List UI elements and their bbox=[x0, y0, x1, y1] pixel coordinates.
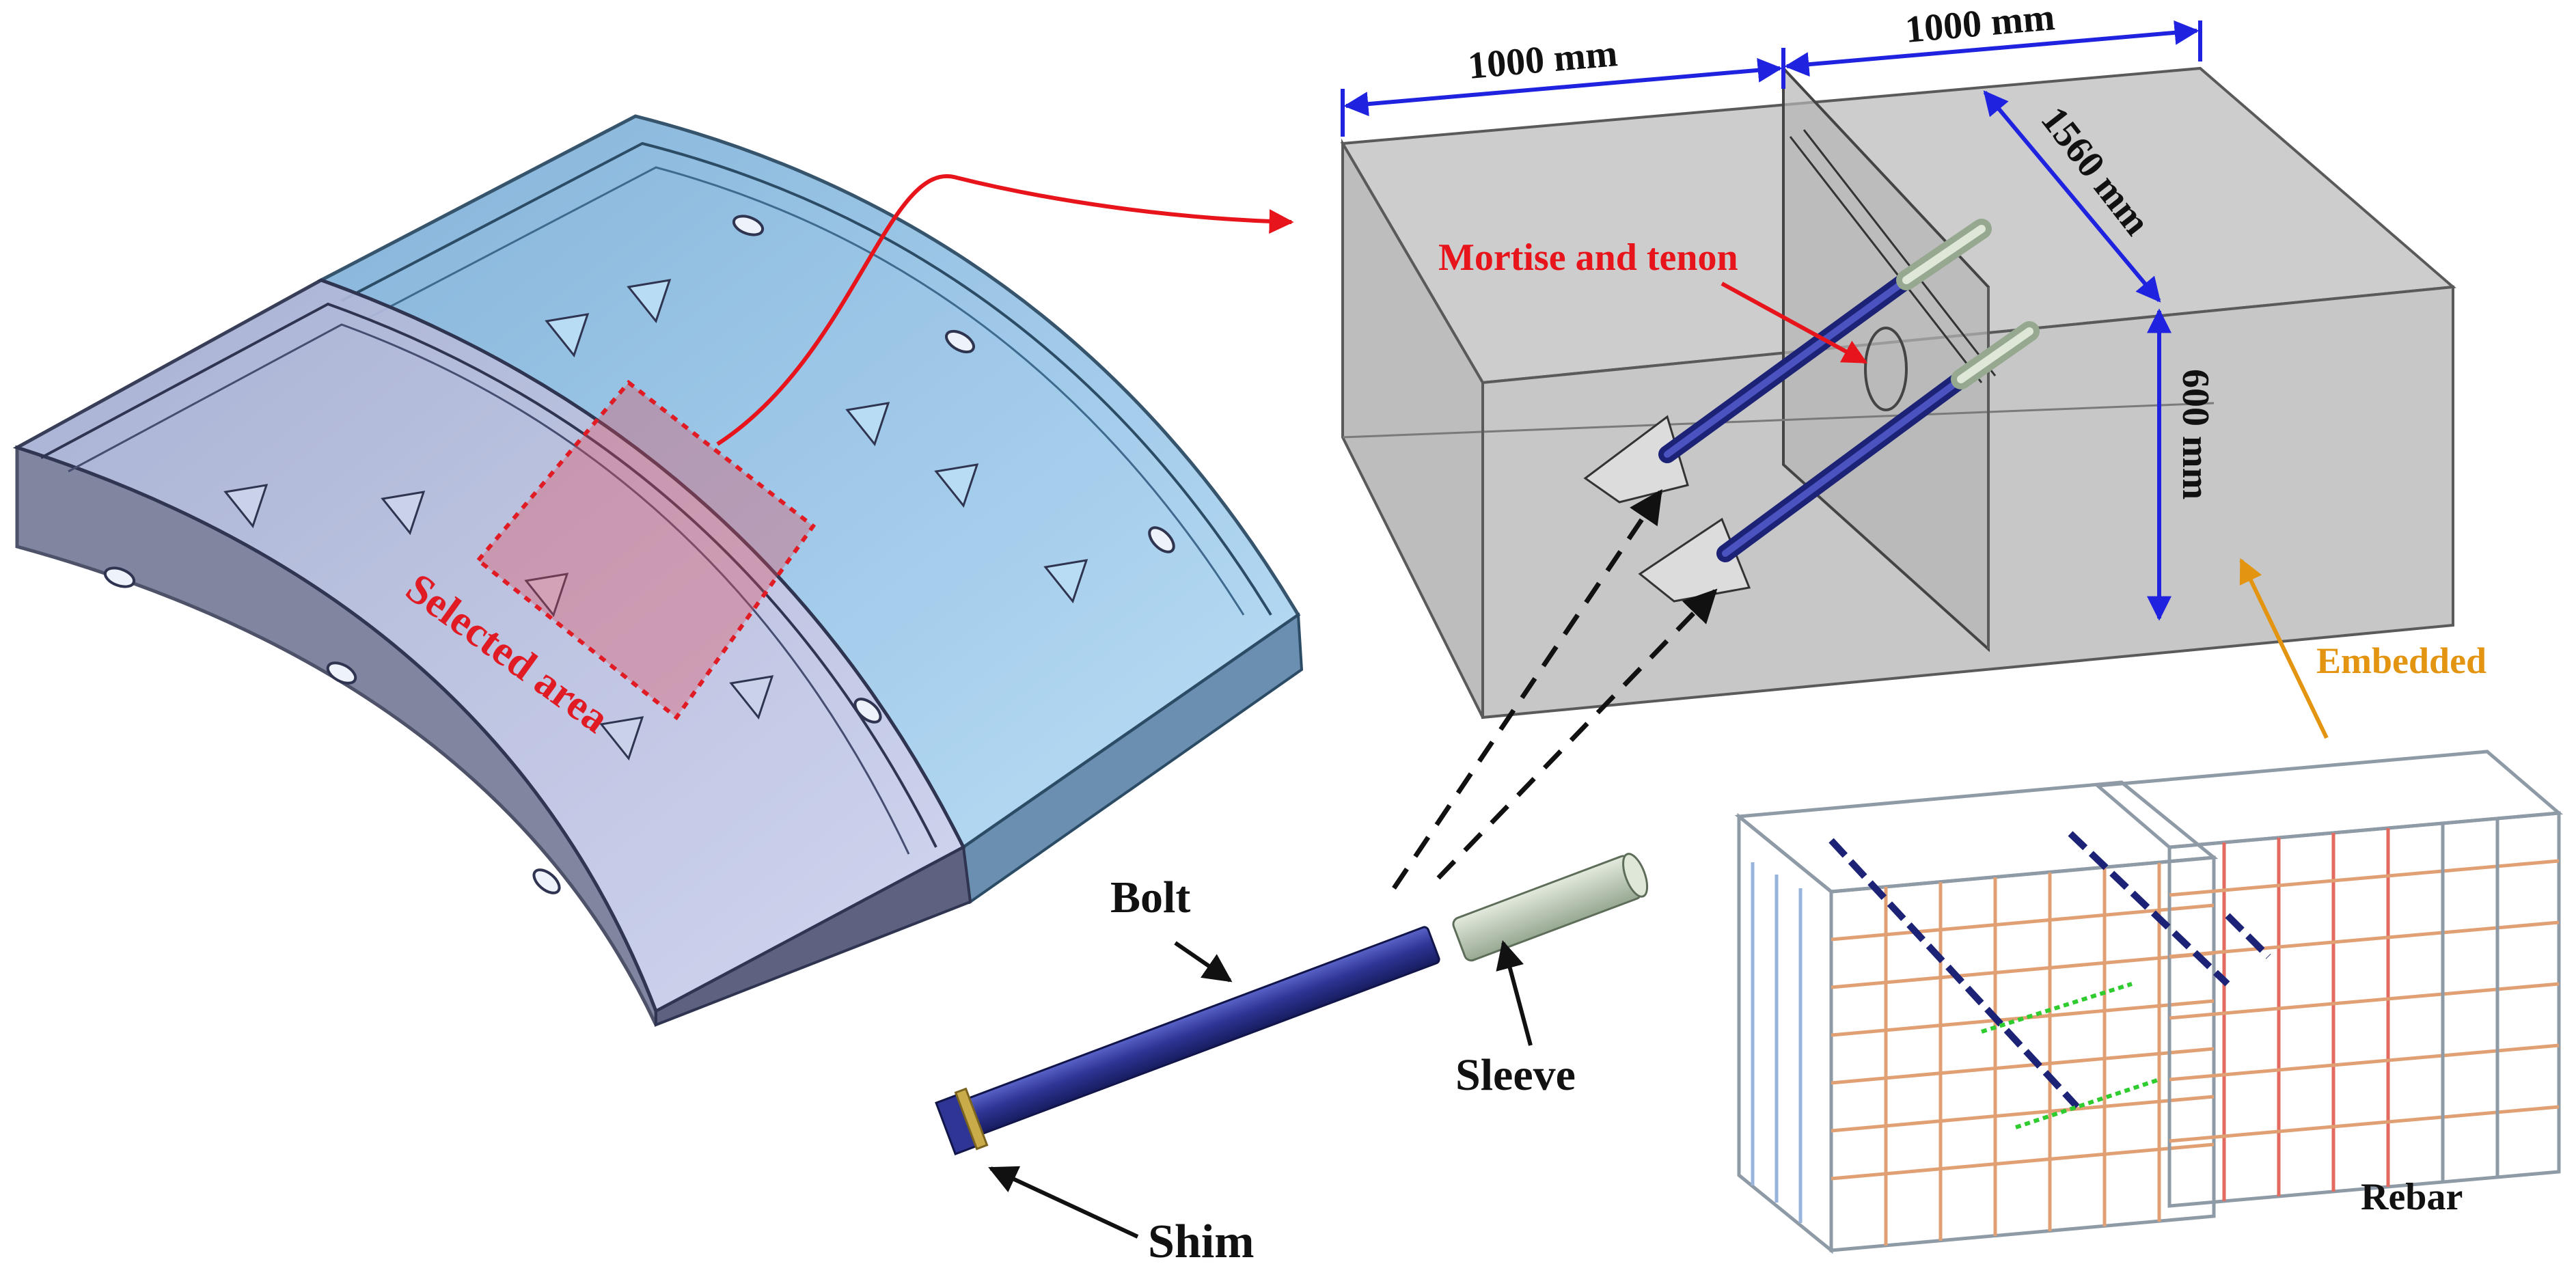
mortise-tenon-label: Mortise and tenon bbox=[1438, 236, 1738, 279]
zoom-arrow bbox=[716, 174, 1294, 446]
dimensions bbox=[1341, 20, 2202, 621]
mortise-arrow bbox=[1721, 282, 1868, 364]
bolt-arrow bbox=[1174, 941, 1233, 983]
bolt-rod bbox=[947, 926, 1440, 1142]
block-bolt-2 bbox=[1716, 321, 2040, 562]
embedded-label: Embedded bbox=[2316, 640, 2486, 681]
bolt-holes bbox=[103, 215, 1175, 894]
lining-segments: Selected area bbox=[12, 114, 1304, 1027]
bolt-label: Bolt bbox=[1110, 873, 1190, 922]
block-bolt-1 bbox=[1658, 219, 1992, 463]
rebar-label: Rebar bbox=[2361, 1176, 2463, 1218]
sleeve-label: Sleeve bbox=[1455, 1050, 1576, 1100]
dim-width-left: 1000 mm bbox=[1466, 32, 1619, 87]
tenon-ring bbox=[1864, 327, 1908, 411]
embedded-arrow bbox=[2239, 558, 2329, 739]
pocket-lower bbox=[1638, 517, 1751, 603]
block-model: 1000 mm 1000 mm 1560 mm 600 mm Mortise a… bbox=[1340, 0, 2456, 719]
sleeve-tube bbox=[1452, 853, 1649, 962]
leader-lines bbox=[1392, 489, 1718, 890]
shim-washer bbox=[935, 1087, 989, 1155]
rebar-cages bbox=[1734, 750, 2564, 1254]
shim-arrow bbox=[988, 1166, 1139, 1239]
pocket-upper bbox=[1583, 415, 1689, 504]
sleeve-arrow bbox=[1496, 939, 1533, 1046]
shim-label: Shim bbox=[1148, 1216, 1255, 1268]
selected-area-box bbox=[475, 379, 817, 721]
dim-height: 600 mm bbox=[2174, 369, 2217, 499]
bolt-assembly: Bolt Sleeve Shim bbox=[935, 853, 1649, 1268]
bolt-pockets bbox=[223, 279, 1088, 761]
